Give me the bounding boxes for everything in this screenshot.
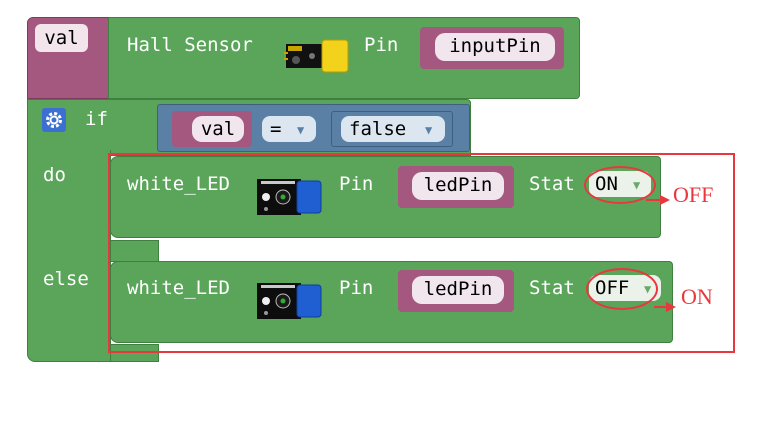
led-module-icon bbox=[257, 281, 323, 321]
highlight-ellipse-off bbox=[586, 268, 658, 310]
annotation-first: OFF bbox=[673, 182, 714, 207]
annotation-second: ON bbox=[681, 284, 713, 309]
highlight-rectangle bbox=[108, 153, 735, 353]
operator-value: = bbox=[270, 118, 282, 140]
gear-icon[interactable] bbox=[42, 108, 66, 132]
if-else-spine bbox=[27, 150, 111, 362]
operator-dropdown[interactable]: = ▼ bbox=[262, 116, 316, 142]
hall-sensor-label: Hall Sensor bbox=[127, 34, 253, 56]
led-stat-label: Stat bbox=[529, 277, 575, 299]
false-dropdown[interactable]: false ▼ bbox=[341, 116, 445, 142]
led-label: white_LED bbox=[127, 173, 230, 195]
led-module-icon bbox=[257, 177, 323, 217]
set-variable-name: val bbox=[44, 27, 79, 49]
led-block-do[interactable] bbox=[110, 156, 661, 238]
if-label: if bbox=[85, 108, 108, 130]
do-label: do bbox=[43, 164, 66, 186]
hall-pin-label: Pin bbox=[364, 34, 399, 56]
else-label: else bbox=[43, 268, 89, 290]
led-label: white_LED bbox=[127, 277, 230, 299]
led-pin-label: Pin bbox=[339, 277, 374, 299]
condition-variable-name[interactable]: val bbox=[192, 116, 244, 142]
hall-sensor-module-icon bbox=[284, 38, 350, 74]
triangle-down-icon: ▼ bbox=[297, 123, 305, 137]
input-pin-value[interactable]: inputPin bbox=[435, 33, 555, 61]
led-stat-label: Stat bbox=[529, 173, 575, 195]
led-block-else[interactable] bbox=[110, 261, 673, 343]
led-pin-label: Pin bbox=[339, 173, 374, 195]
highlight-ellipse-on bbox=[584, 166, 656, 204]
if-block-bottom bbox=[111, 344, 159, 362]
set-variable-field[interactable] bbox=[35, 24, 88, 52]
triangle-down-icon: ▼ bbox=[425, 123, 433, 137]
led-pin-value[interactable]: ledPin bbox=[412, 172, 504, 200]
led-pin-value[interactable]: ledPin bbox=[412, 276, 504, 304]
false-value: false bbox=[349, 118, 407, 140]
